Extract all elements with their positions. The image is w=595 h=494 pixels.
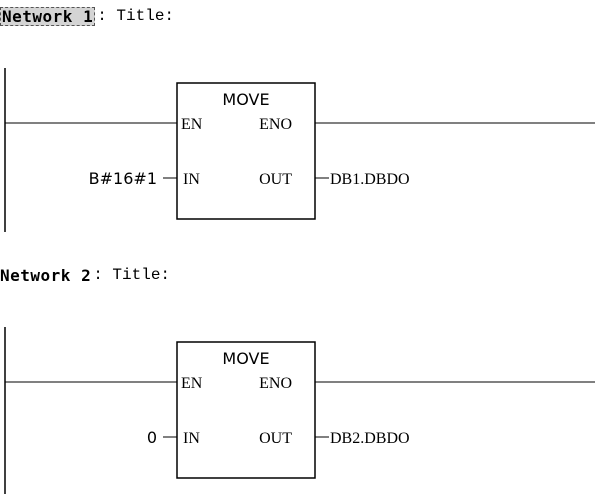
network-2-header[interactable]: Network 2 : Title: — [0, 264, 170, 286]
out-pin-label: OUT — [259, 430, 292, 447]
in-pin-label: IN — [183, 430, 200, 447]
en-pin-label: EN — [181, 375, 203, 392]
in-pin-label: IN — [183, 171, 200, 188]
move-block[interactable] — [176, 341, 316, 479]
block-name: MOVE — [222, 90, 269, 109]
in-operand[interactable]: 0 — [147, 428, 157, 447]
network-1-title: : Title: — [97, 7, 175, 25]
network-1-rung[interactable]: MOVE EN ENO B#16#1 IN OUT DB1.DBDO — [0, 60, 595, 260]
block-name: MOVE — [222, 349, 269, 368]
en-pin-label: EN — [181, 116, 203, 133]
network-2-rung[interactable]: MOVE EN ENO 0 IN OUT DB2.DBDO — [0, 319, 595, 494]
eno-pin-label: ENO — [259, 375, 292, 392]
out-pin-label: OUT — [259, 171, 292, 188]
in-operand[interactable]: B#16#1 — [89, 169, 157, 188]
out-operand[interactable]: DB2.DBDO — [330, 430, 410, 447]
network-1-header[interactable]: Network 1 : Title: — [0, 5, 174, 27]
network-1-label[interactable]: Network 1 — [0, 6, 96, 26]
out-operand[interactable]: DB1.DBDO — [330, 171, 410, 188]
eno-pin-label: ENO — [259, 116, 292, 133]
network-2-title: : Title: — [93, 266, 171, 284]
move-block[interactable] — [176, 82, 316, 220]
network-2-label[interactable]: Network 2 — [0, 265, 92, 285]
